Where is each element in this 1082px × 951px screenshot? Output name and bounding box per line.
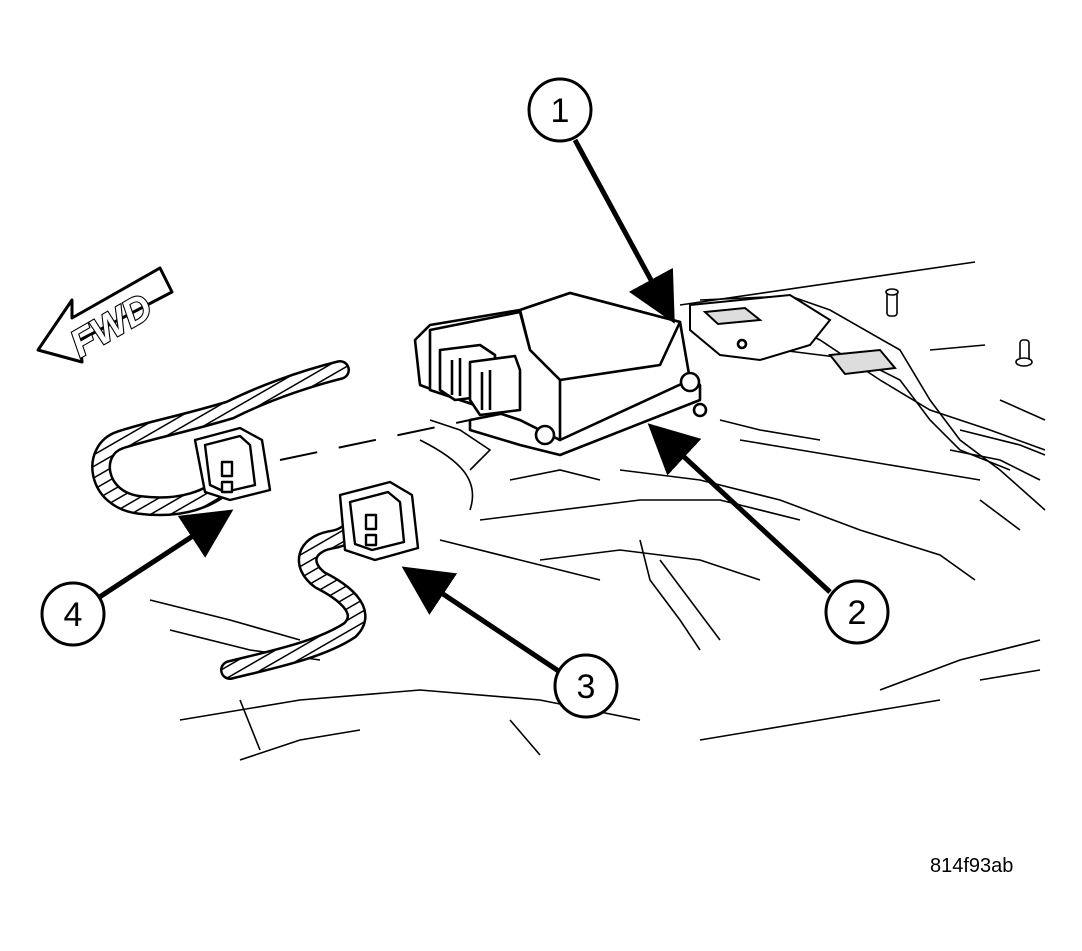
callout-2-number: 2 [848, 594, 867, 632]
forward-direction-indicator: FWD [36, 266, 174, 367]
connector-4 [193, 426, 272, 502]
callout-1: 1 [527, 77, 593, 143]
control-module [413, 291, 748, 457]
callout-4: 4 [40, 581, 106, 647]
floor-pan-outline [149, 261, 1046, 761]
leader-3 [401, 566, 562, 675]
module-bracket [689, 293, 897, 376]
callout-3: 3 [553, 653, 619, 719]
mounting-stud [1015, 339, 1033, 367]
leader-2 [647, 423, 832, 594]
wire-harness [91, 360, 350, 517]
callout-2: 2 [824, 579, 890, 645]
callout-4-number: 4 [64, 596, 83, 634]
leader-lines [96, 138, 832, 675]
routing-line [279, 419, 471, 461]
leader-1 [572, 138, 675, 324]
callout-3-number: 3 [577, 668, 596, 706]
wire-harness [220, 510, 367, 680]
figure-id: 814f93ab [930, 855, 1014, 877]
fwd-arrow-icon [36, 266, 174, 364]
leader-4 [96, 509, 234, 601]
callout-1-number: 1 [551, 92, 570, 130]
mounting-stud [885, 288, 899, 317]
connector-3 [338, 480, 420, 562]
